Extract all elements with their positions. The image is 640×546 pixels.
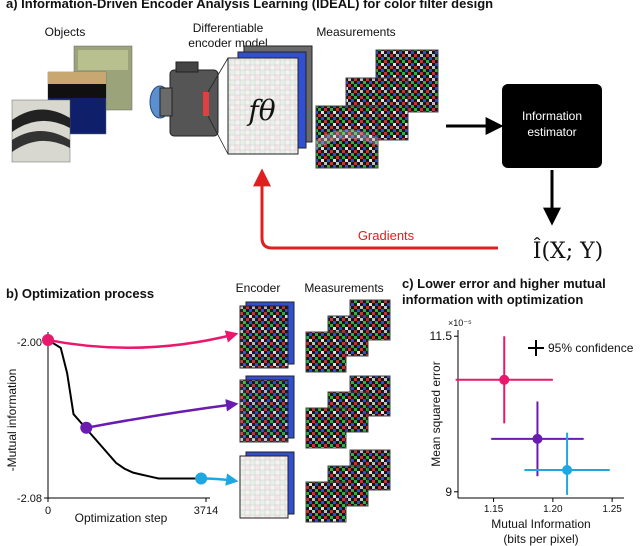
y-tick-label: 9	[445, 485, 452, 499]
x-tick-label: 0	[45, 505, 51, 517]
measurement-images-a	[315, 49, 439, 169]
information-estimator-box	[502, 84, 602, 168]
estimator-label-line2: estimator	[527, 125, 576, 139]
object-images	[11, 45, 133, 163]
y-tick-label: -2.00	[17, 337, 42, 349]
y-tick-label: -2.08	[17, 493, 42, 505]
measurements-col-label: Measurements	[304, 281, 383, 295]
measurement-thumbnails	[305, 299, 391, 523]
section-c-title-line1: c) Lower error and higher mutual	[402, 276, 606, 291]
stage-arrow	[47, 330, 239, 350]
x-axis-label-line1: Mutual Information	[491, 517, 590, 531]
section-b-title: b) Optimization process	[6, 286, 154, 301]
x-tick-label: 1.15	[484, 504, 504, 515]
stage-marker	[195, 472, 208, 485]
x-tick-label: 3714	[194, 505, 218, 517]
legend-label: 95% confidence	[548, 341, 634, 355]
y-scale-note: ×10⁻⁵	[448, 318, 472, 328]
gradients-label: Gradients	[358, 228, 415, 243]
data-point	[562, 465, 573, 475]
y-axis-label: -Mutual information	[5, 369, 19, 472]
encoder-label-line1: Differentiable	[193, 21, 264, 35]
measurements-label: Measurements	[316, 25, 395, 39]
y-tick-label: 11.5	[430, 329, 453, 343]
mi-curve	[47, 339, 206, 480]
camera-icon	[149, 61, 219, 137]
encoder-thumbnails	[239, 301, 295, 519]
info-formula: Î(X; Y)	[533, 237, 603, 264]
stage-marker	[42, 334, 54, 347]
estimator-label-line1: Information	[522, 109, 582, 123]
x-tick-label: 1.20	[543, 504, 563, 515]
y-axis-label: Mean squared error	[429, 361, 443, 466]
encoder-col-label: Encoder	[236, 281, 281, 295]
x-tick-label: 1.25	[602, 504, 622, 515]
data-point	[532, 433, 543, 444]
stage-arrow	[86, 399, 239, 430]
stage-marker	[80, 421, 93, 434]
gradients-arrow	[253, 168, 498, 250]
x-axis-label: Optimization step	[75, 511, 168, 525]
objects-label: Objects	[45, 25, 86, 39]
confidence-legend	[528, 340, 544, 356]
encoder-model	[207, 45, 313, 155]
x-axis-label-line2: (bits per pixel)	[503, 532, 578, 546]
section-a-title: a) Information-Driven Encoder Analysis L…	[6, 0, 493, 11]
section-c-title-line2: information with optimization	[402, 292, 583, 307]
data-point	[499, 374, 510, 385]
f-theta-label: fθ	[246, 94, 275, 127]
